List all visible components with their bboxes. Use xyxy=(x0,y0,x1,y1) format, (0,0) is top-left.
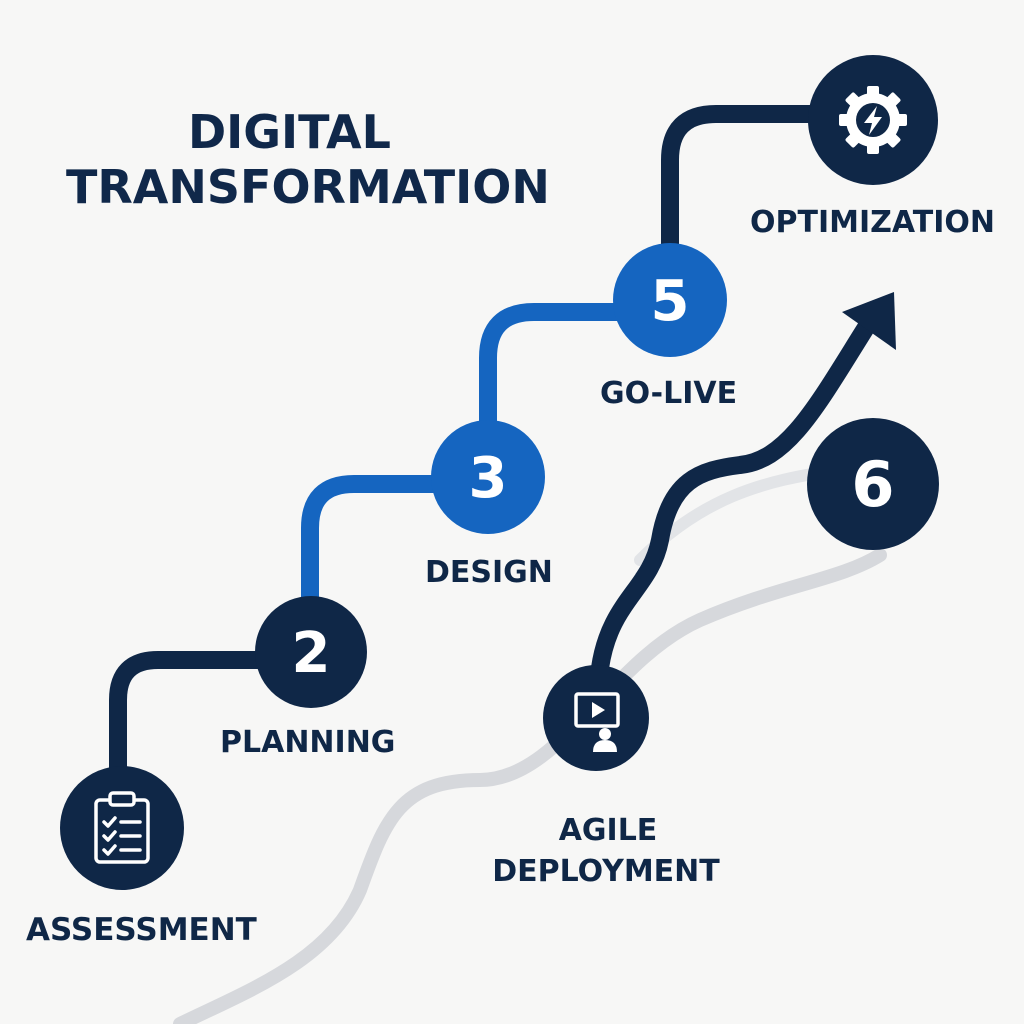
arrow-head-icon xyxy=(842,292,896,350)
step-planning: 2 xyxy=(255,596,367,708)
label-planning: PLANNING xyxy=(220,725,395,760)
badge-six: 6 xyxy=(851,448,894,521)
path-design-to-golive xyxy=(479,303,677,439)
step-six: 6 xyxy=(807,418,939,550)
path-planning-to-design xyxy=(301,475,489,619)
label-design: DESIGN xyxy=(425,555,553,590)
path-golive-to-optimization xyxy=(661,105,879,259)
label-agile-line-1: AGILE xyxy=(559,813,658,848)
gray-shadow-path xyxy=(173,548,887,1024)
step-optimization xyxy=(808,55,938,185)
clipboard-checklist-icon xyxy=(94,791,150,864)
title-line-1: DIGITAL xyxy=(188,105,391,159)
step-agile-deployment xyxy=(543,665,649,771)
path-assessment-to-planning xyxy=(109,651,309,799)
badge-golive: 5 xyxy=(651,269,690,334)
step-design: 3 xyxy=(431,420,545,534)
step-assessment xyxy=(60,766,184,890)
label-agile-line-2: DEPLOYMENT xyxy=(492,854,720,889)
label-assessment: ASSESSMENT xyxy=(26,912,257,948)
badge-planning: 2 xyxy=(292,621,331,686)
monitor-presenter-icon xyxy=(574,692,620,752)
label-optimization: OPTIMIZATION xyxy=(750,205,995,240)
step-golive: 5 xyxy=(613,243,727,357)
title-line-2: TRANSFORMATION xyxy=(66,160,550,214)
label-golive: GO-LIVE xyxy=(600,376,737,411)
badge-design: 3 xyxy=(469,446,508,511)
path-agile-arrow xyxy=(591,309,881,677)
gear-lightning-icon xyxy=(839,86,907,154)
